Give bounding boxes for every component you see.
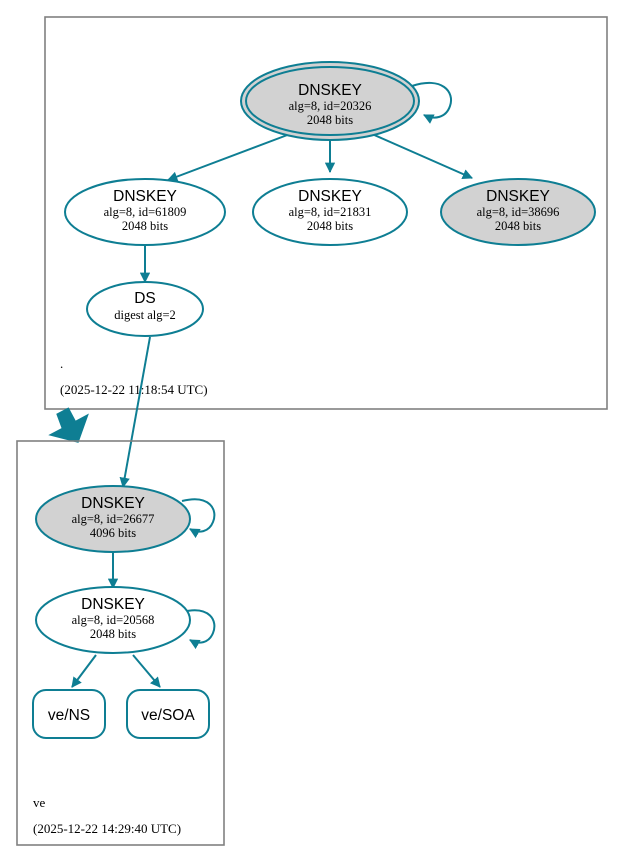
edge-zone-delegation-arrow [48, 407, 89, 443]
edge-root-ksk-self-sign [411, 81, 452, 124]
node-ve-ksk-26677-title: DNSKEY [81, 495, 145, 512]
node-root-ksk-keysize: 2048 bits [307, 113, 353, 127]
node-root-ksk-title: DNSKEY [298, 82, 362, 99]
node-root-zsk-38696[interactable]: DNSKEY alg=8, id=38696 2048 bits [440, 178, 596, 246]
node-ve-ns-box [32, 689, 106, 739]
cluster-ve-zone: ve (2025-12-22 14:29:40 UTC) [16, 440, 225, 846]
node-root-zsk-21831[interactable]: DNSKEY alg=8, id=21831 2048 bits [252, 178, 408, 246]
node-ve-zsk-20568[interactable]: DNSKEY alg=8, id=20568 2048 bits [35, 586, 191, 654]
node-root-ksk[interactable]: DNSKEY alg=8, id=20326 2048 bits [240, 61, 420, 141]
node-root-ksk-keyinfo: alg=8, id=20326 [289, 99, 372, 113]
edge-ve-zsk-self-sign [181, 609, 216, 650]
node-ve-ns-label: ve/NS [48, 707, 90, 724]
root-zone-edges [139, 81, 473, 284]
node-ve-soa-box [126, 689, 210, 739]
node-ve-soa-label: ve/SOA [141, 707, 195, 724]
node-ve-ns-rrset[interactable]: ve/NS [32, 689, 106, 739]
cluster-root-label: . [60, 356, 63, 371]
edge-ve-ksk-self-sign [181, 498, 216, 539]
node-root-zsk-61809-ellipse [64, 178, 226, 246]
node-root-zsk-61809-keyinfo: alg=8, id=61809 [104, 205, 187, 219]
node-root-ds[interactable]: DS digest alg=2 [86, 281, 204, 337]
node-ve-ksk-26677-keyinfo: alg=8, id=26677 [72, 512, 155, 526]
node-root-zsk-21831-ellipse [252, 178, 408, 246]
node-root-zsk-38696-keyinfo: alg=8, id=38696 [477, 205, 560, 219]
cluster-root-zone: . (2025-12-22 11:18:54 UTC) [44, 16, 608, 410]
node-root-zsk-21831-keysize: 2048 bits [307, 219, 353, 233]
node-ve-zsk-20568-keyinfo: alg=8, id=20568 [72, 613, 155, 627]
edge-ds-to-ve-ksk [119, 336, 151, 489]
node-root-zsk-61809[interactable]: DNSKEY alg=8, id=61809 2048 bits [64, 178, 226, 246]
node-ve-ksk-26677-keysize: 4096 bits [90, 526, 136, 540]
node-ve-zsk-20568-keysize: 2048 bits [90, 627, 136, 641]
node-root-zsk-21831-keyinfo: alg=8, id=21831 [289, 205, 372, 219]
edge-root-ksk-to-61809 [167, 133, 291, 182]
node-root-zsk-38696-keysize: 2048 bits [495, 219, 541, 233]
node-root-ds-ellipse [86, 281, 204, 337]
node-root-zsk-61809-title: DNSKEY [113, 188, 177, 205]
cluster-root-timestamp: (2025-12-22 11:18:54 UTC) [60, 382, 208, 397]
cluster-ve-timestamp: (2025-12-22 14:29:40 UTC) [33, 821, 181, 836]
node-root-ds-title: DS [134, 290, 156, 307]
node-root-zsk-21831-title: DNSKEY [298, 188, 362, 205]
node-ve-zsk-20568-title: DNSKEY [81, 596, 145, 613]
node-ve-soa-rrset[interactable]: ve/SOA [126, 689, 210, 739]
node-ve-ksk-26677-ellipse [35, 485, 191, 553]
node-root-ds-digest: digest alg=2 [114, 308, 176, 322]
node-root-zsk-38696-title: DNSKEY [486, 188, 550, 205]
node-ve-ksk-26677[interactable]: DNSKEY alg=8, id=26677 4096 bits [35, 485, 191, 553]
cluster-root-border [44, 16, 608, 410]
node-ve-zsk-20568-ellipse [35, 586, 191, 654]
edge-root-ksk-to-38696 [371, 133, 473, 179]
node-root-zsk-38696-ellipse [440, 178, 596, 246]
edge-ve-zsk-to-ve-soa [132, 654, 161, 688]
ve-zone-edges [71, 498, 216, 688]
node-root-zsk-61809-keysize: 2048 bits [122, 219, 168, 233]
zone-delegation-thick-arrow [48, 407, 89, 443]
cluster-ve-label: ve [33, 795, 46, 810]
cluster-ve-border [16, 440, 225, 846]
edge-ve-zsk-to-ve-ns [71, 654, 97, 688]
node-root-ksk-inner-ellipse [245, 66, 415, 136]
